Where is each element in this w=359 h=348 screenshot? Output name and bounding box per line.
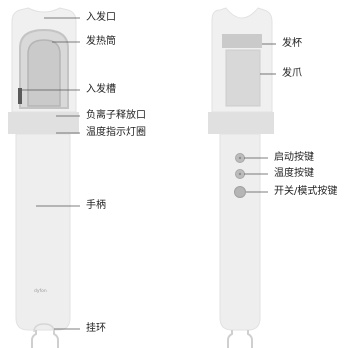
right-temp-button-dot [238, 172, 242, 176]
label-hair-inlet: 入发口 [86, 12, 116, 23]
left-hang-loop [31, 330, 59, 348]
label-handle: 手柄 [86, 200, 106, 211]
label-hair-cup: 发杯 [282, 38, 302, 49]
label-temp-button: 温度按键 [274, 168, 314, 179]
leader-lines [21, 17, 276, 330]
right-start-button-dot [238, 156, 242, 160]
left-device: dyfon [8, 7, 79, 348]
right-hair-claw [225, 49, 261, 107]
right-hair-cup [222, 34, 262, 48]
label-hair-claw: 发爪 [282, 68, 302, 79]
right-mode-button [234, 186, 246, 198]
label-start-button: 启动按键 [274, 152, 314, 163]
left-handle [15, 133, 71, 331]
left-ion-outlet [8, 112, 79, 134]
right-hang-loop [227, 330, 253, 348]
right-device [208, 7, 274, 348]
left-brand-mark: dyfon [34, 288, 47, 294]
left-hang-loop-ring [33, 323, 55, 333]
label-temp-ring: 温度指示灯圈 [86, 127, 146, 138]
left-heating-barrel [27, 39, 61, 107]
label-heating-barrel: 发热筒 [86, 36, 116, 47]
right-handle [219, 133, 261, 331]
label-ion-outlet: 负离子释放口 [86, 110, 146, 121]
label-hang-loop: 挂环 [86, 323, 106, 334]
label-mode-button: 开关/模式按键 [274, 186, 338, 197]
right-collar-band [208, 112, 274, 134]
left-hair-groove-slot [18, 88, 22, 104]
label-hair-groove: 入发槽 [86, 84, 116, 95]
